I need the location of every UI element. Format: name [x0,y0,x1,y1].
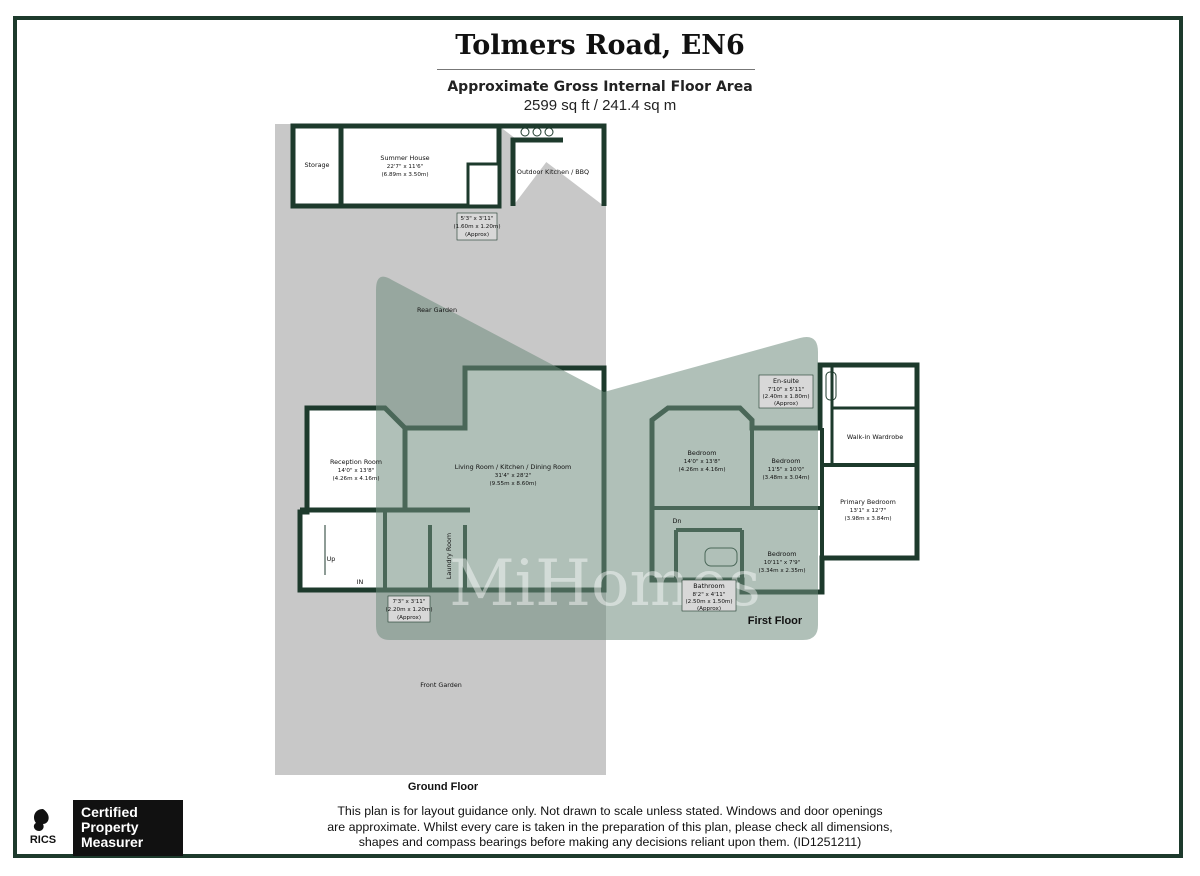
bedroom3-dim: 10'11" x 7'9" [764,560,801,566]
page-subtitle: Approximate Gross Internal Floor Area [447,79,753,95]
badge-line: Property [81,819,139,835]
outdoor-kitchen-outline [499,123,607,206]
laundry-label: Laundry Room [445,533,453,579]
ensuite-dim-metric: (2.40m x 1.80m) [762,394,809,400]
floor-area: 2599 sq ft / 241.4 sq m [523,97,677,114]
reception-label: Reception Room [330,458,382,466]
garden-wc-dim-metric: (1.60m x 1.20m) [453,224,500,230]
rics-logo-icon [33,809,49,831]
bathroom-dim: 8'2" x 4'11" [693,592,726,598]
rics-logo-text: RICS [29,834,57,846]
bedroom2-dim: 11'5" x 10'0" [768,467,805,473]
ensuite-dim: 7'10" x 5'11" [768,387,805,393]
bathroom-tag [681,579,737,612]
badge-line: Measurer [81,834,144,850]
garden-wc-note: (Approx) [465,232,489,238]
bedroom2-label: Bedroom [772,457,801,465]
reception-dim-metric: (4.26m x 4.16m) [332,476,379,482]
watermark-shape [376,276,604,640]
first-floor-label: First Floor [748,615,803,627]
walkin-label: Walk-in Wardrobe [847,433,903,441]
disclaimer-line: shapes and compass bearings before makin… [358,835,862,849]
reception-dim: 14'0" x 13'8" [338,468,375,474]
ensuite-note: (Approx) [774,401,798,407]
bedroom1-dim: 14'0" x 13'8" [684,459,721,465]
disclaimer: This plan is for layout guidance only. N… [260,804,960,851]
living-dim: 31'4" x 28'2" [495,473,532,479]
page-title: Tolmers Road, EN6 [455,30,745,61]
summer-house-dim: 22'7" x 11'6" [387,164,424,170]
ground-floor-label: Ground Floor [408,781,479,793]
bathroom-label: Bathroom [693,582,724,590]
title-divider [437,69,755,70]
badge-line: Certified [81,804,138,820]
living-dim-metric: (9.55m x 8.60m) [489,481,536,487]
ensuite-label: En-suite [773,377,799,385]
bedroom3-label: Bedroom [768,550,797,558]
outdoor-kitchen-label: Outdoor Kitchen / BBQ [517,168,589,176]
front-garden-label: Front Garden [420,681,462,689]
bedroom1-label: Bedroom [688,449,717,457]
summer-house-dim-metric: (6.89m x 3.50m) [381,172,428,178]
disclaimer-line: This plan is for layout guidance only. N… [337,804,883,818]
entrance-label: IN [357,578,364,586]
watermark-shape [604,336,818,640]
garden-wc-outline [466,162,501,208]
ensuite-tag [758,374,814,409]
page-frame [13,16,1183,858]
hob-icon [532,127,542,137]
bathroom-note: (Approx) [697,606,721,612]
rear-garden-label: Rear Garden [417,306,457,314]
bedroom2-dim-metric: (3.48m x 3.04m) [762,475,809,481]
bath-icon [825,371,837,401]
bedroom1-dim-metric: (4.26m x 4.16m) [678,467,725,473]
primary-bedroom-dim-metric: (3.98m x 3.84m) [844,516,891,522]
bedroom3-dim-metric: (3.34m x 2.35m) [758,568,805,574]
ground-wc-note: (Approx) [397,615,421,621]
certified-measurer-badge: Certified Property Measurer [73,800,183,856]
garden-wc-dim: 5'3" x 3'11" [461,216,494,222]
hob-icon [544,127,554,137]
primary-bedroom-dim: 13'1" x 12'7" [850,508,887,514]
summer-house-label: Summer House [380,154,429,162]
hob-icon [520,127,530,137]
storage-label: Storage [304,161,329,169]
garden-wc-tag [456,212,498,241]
bathroom-dim-metric: (2.50m x 1.50m) [685,599,732,605]
ground-wc-tag [387,595,431,623]
ground-wc-dim-metric: (2.20m x 1.20m) [385,607,432,613]
primary-bedroom-label: Primary Bedroom [840,498,896,506]
disclaimer-line: are approximate. Whilst every care is ta… [327,819,893,834]
down-label: Dn [673,517,682,525]
living-label: Living Room / Kitchen / Dining Room [455,463,572,471]
up-label: Up [327,555,336,563]
ground-wc-dim: 7'3" x 3'11" [393,599,426,605]
